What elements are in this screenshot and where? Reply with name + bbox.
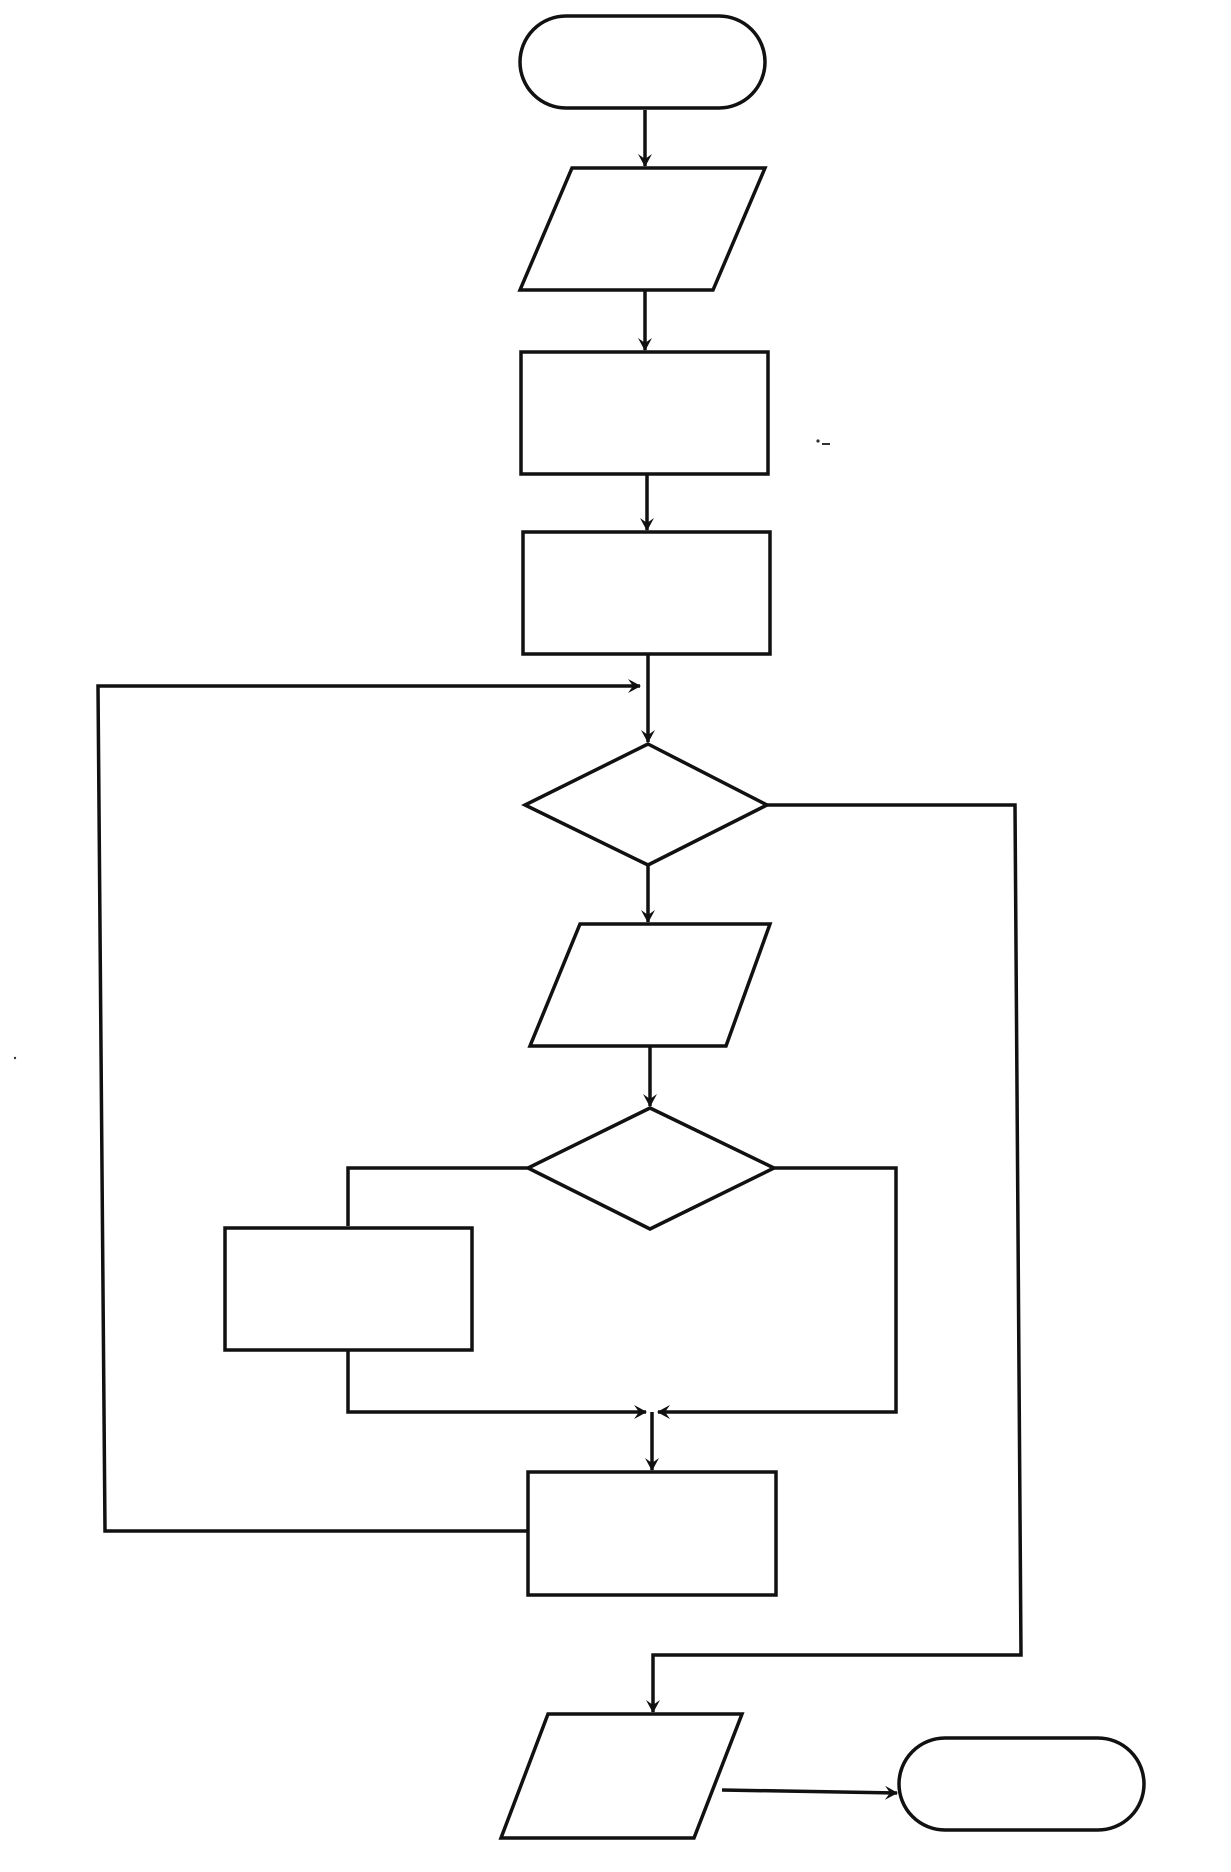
process-box-2 xyxy=(521,530,772,656)
edge-branch-left-merge xyxy=(346,1350,647,1419)
scan-specks xyxy=(13,439,830,1060)
connectors xyxy=(96,110,1023,1800)
edge-decision-loop-exit xyxy=(646,803,1023,1713)
speck xyxy=(822,443,830,445)
edge-output-to-end xyxy=(721,1785,898,1800)
edge-branch-right-merge xyxy=(657,1166,898,1419)
start-terminator xyxy=(518,14,767,110)
branch-process-box xyxy=(223,1226,474,1352)
end-terminator xyxy=(897,1736,1146,1832)
nodes xyxy=(223,14,1146,1840)
output-parallelogram xyxy=(498,1712,745,1840)
input-parallelogram-2 xyxy=(527,922,773,1048)
update-process-box xyxy=(526,1470,778,1597)
process-box-1 xyxy=(519,350,770,476)
loop-decision-diamond xyxy=(521,742,771,867)
edge-branch-left xyxy=(346,1166,528,1226)
edge-loop-back xyxy=(96,679,641,1533)
input-parallelogram-1 xyxy=(517,166,768,292)
speck xyxy=(816,439,820,443)
branch-decision-diamond xyxy=(524,1106,778,1231)
speck xyxy=(13,1056,17,1060)
